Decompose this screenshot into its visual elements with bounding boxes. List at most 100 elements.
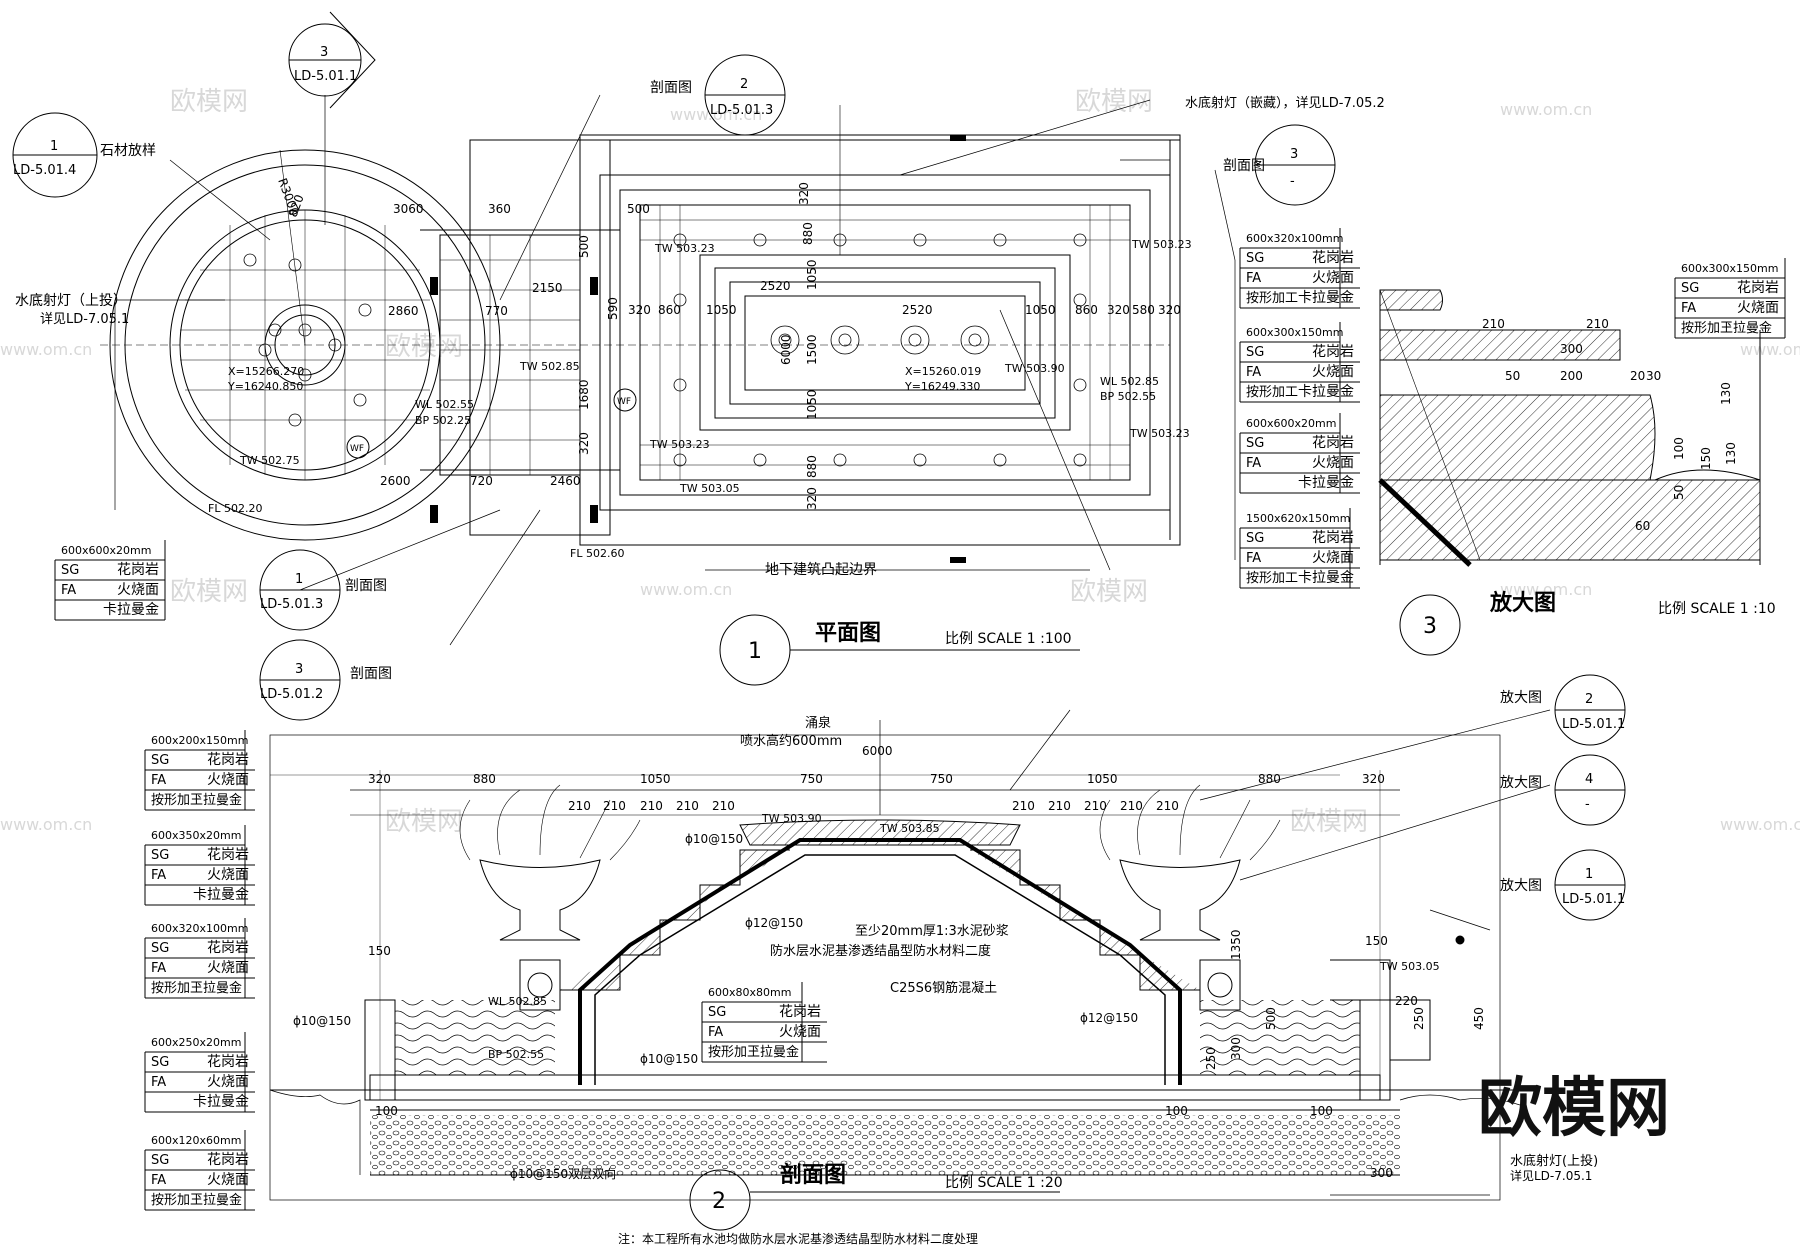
watermark-text: 欧模网: [385, 807, 463, 837]
material-name: 卡拉曼金: [1298, 475, 1354, 491]
material-code: 按形加玊拉曼金: [151, 792, 242, 808]
callout-num: 3: [295, 662, 303, 677]
material-size: 600x320x100mm: [1246, 232, 1343, 245]
dim-label: 320: [1107, 303, 1130, 317]
material-code: SG: [151, 1153, 169, 1168]
wf-label: WF: [617, 397, 631, 407]
rebar-label: ϕ12@150: [745, 916, 803, 930]
section-light-ref: 详见LD-7.05.1: [1510, 1168, 1592, 1183]
dim-label: 1050: [1025, 303, 1056, 317]
callout-num: 2: [740, 77, 748, 92]
dim-label: 880: [1258, 772, 1281, 786]
watermark-url: www.om.cn: [0, 815, 92, 834]
material-name: 火烧面: [1312, 364, 1354, 380]
dim-label: 210: [568, 799, 591, 813]
material-code: FA: [151, 1173, 166, 1188]
material-code: FA: [61, 583, 76, 598]
callout-num: 3: [1290, 147, 1298, 162]
note-light-embedded: 水底射灯（嵌藏），详见LD-7.05.2: [1185, 95, 1385, 111]
material-name: 花岗岩: [779, 1004, 821, 1020]
material-name: 火烧面: [207, 772, 249, 788]
material-name: 卡拉曼金: [193, 887, 249, 903]
material-name: 火烧面: [117, 582, 159, 598]
waterproof-note: 防水层水泥基渗透结晶型防水材料二度: [770, 943, 991, 959]
dim-label: 360: [488, 202, 511, 216]
dim-label: 210: [676, 799, 699, 813]
coord-text: Y=16249.330: [904, 380, 980, 393]
material-name: 花岗岩: [117, 562, 159, 578]
material-size: 1500x620x150mm: [1246, 512, 1350, 525]
callout-ref: LD-5.01.1: [1562, 892, 1625, 907]
dim-label: 880: [805, 455, 819, 478]
dim-label: 770: [485, 304, 508, 318]
material-name: 花岗岩: [1312, 435, 1354, 451]
material-name: 火烧面: [207, 1172, 249, 1188]
dim-label: 130: [1719, 382, 1733, 405]
watermark-url: www.om.cn: [670, 105, 762, 124]
dim-label: 2860: [388, 304, 419, 318]
dim-label: 720: [470, 474, 493, 488]
fountain-label: 涌泉: [805, 715, 831, 731]
dim-label: 20: [1630, 369, 1645, 383]
site-logo: 欧模网: [1478, 1072, 1670, 1146]
material-code: 按形加玊拉曼金: [151, 1192, 242, 1208]
mortar-note: 至少20mm厚1:3水泥砂浆: [855, 924, 1009, 939]
material-code: SG: [151, 941, 169, 956]
material-size: 600x250x20mm: [151, 1036, 241, 1049]
section-dimensions: 320 880 1050 750 750 1050 880 320 210 21…: [368, 744, 1486, 1180]
dim-label: 2600: [380, 474, 411, 488]
callout-label: 剖面图: [345, 578, 387, 594]
level-label: BP 502.55: [488, 1048, 544, 1061]
material-name: 火烧面: [1312, 550, 1354, 566]
dim-label: 300: [1229, 1037, 1243, 1060]
callout-label: 剖面图: [1223, 158, 1265, 174]
rebar-label: ϕ10@150: [293, 1014, 351, 1028]
spray-label: 喷水高约600mm: [740, 733, 842, 749]
watermark-url: www.om.cn: [1500, 580, 1592, 599]
dim-label: 100: [1672, 437, 1686, 460]
rebar-label: ϕ12@150: [1080, 1011, 1138, 1025]
dim-label: 6000: [862, 744, 893, 758]
dim-label: 320: [797, 182, 811, 205]
dim-label: 320: [805, 487, 819, 510]
level-label: TW 503.90: [1004, 362, 1065, 375]
plan-callouts: [12, 11, 1336, 721]
watermark-url: www.om.cn: [1740, 340, 1800, 359]
dim-label: 1050: [706, 303, 737, 317]
dim-label: 210: [1084, 799, 1107, 813]
material-code: SG: [708, 1005, 726, 1020]
material-code: SG: [61, 563, 79, 578]
material-code: FA: [151, 773, 166, 788]
note-light-up-ref: 详见LD-7.05.1: [40, 312, 129, 327]
callout-ref: -: [1585, 797, 1590, 812]
material-code: SG: [1246, 436, 1264, 451]
dim-label: 860: [658, 303, 681, 317]
level-label: WL 502.85: [488, 995, 547, 1008]
dim-label: 880: [473, 772, 496, 786]
section-callouts: [1455, 674, 1626, 945]
material-name: 花岗岩: [207, 752, 249, 768]
material-name: 火烧面: [207, 867, 249, 883]
level-label: BP 502.25: [415, 414, 471, 427]
dim-label: 880: [801, 222, 815, 245]
dim-label: 250: [1204, 1047, 1218, 1070]
callout-ref: -: [1290, 174, 1295, 189]
detail-scale: 比例 SCALE 1 :10: [1658, 601, 1776, 617]
level-label: FL 502.60: [570, 547, 624, 560]
dim-label: 500: [627, 202, 650, 216]
callout-label: 放大图: [1500, 878, 1542, 894]
section-title: 剖面图: [780, 1162, 846, 1188]
material-code: 按形加工: [1246, 571, 1298, 586]
level-label: WL 502.55: [415, 398, 474, 411]
dim-label: 130: [1724, 442, 1738, 465]
material-code: SG: [1246, 345, 1264, 360]
material-size: 600x300x150mm: [1681, 262, 1778, 275]
material-code: 按形加工: [1246, 385, 1298, 400]
material-code: SG: [151, 1055, 169, 1070]
material-name: 花岗岩: [1312, 250, 1354, 266]
rebar-label: ϕ10@150: [640, 1052, 698, 1066]
level-label: WL 502.85: [1100, 375, 1159, 388]
